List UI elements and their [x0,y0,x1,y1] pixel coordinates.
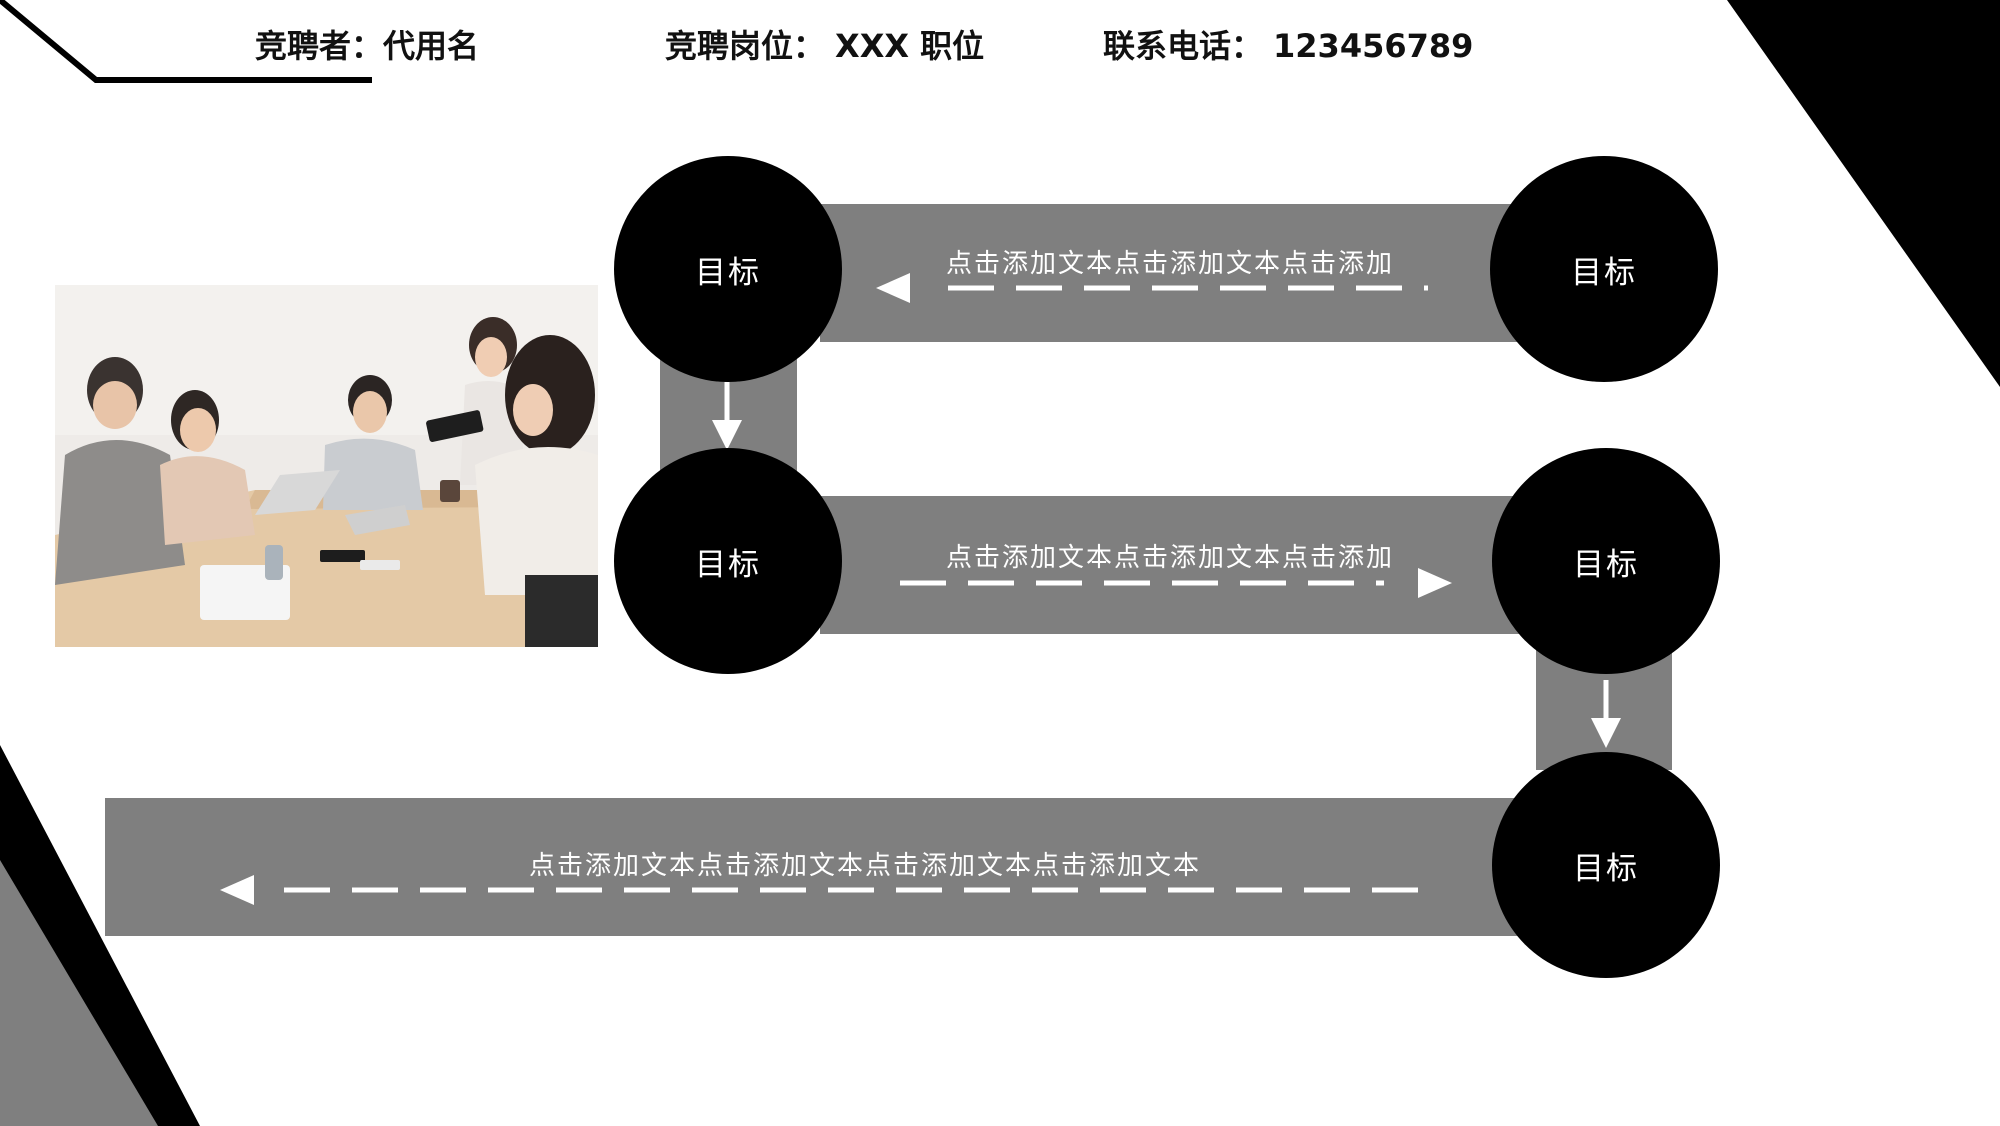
phone-field: 联系电话：123456789 [1103,24,1473,68]
phone-label: 联系电话： [1103,27,1264,65]
goal-node-top-left: 目标 [614,156,842,382]
step-3-dashed-arrow-left [220,875,1428,905]
goal-node-middle-left: 目标 [614,448,842,674]
arrow-left-icon [220,875,254,905]
top-left-accent-line [0,0,372,83]
step-3-text: 点击添加文本点击添加文本点击添加文本点击添加文本 [528,851,1201,881]
photo-illustration [55,285,598,647]
goal-node-middle-right: 目标 [1492,448,1720,674]
step-1-text: 点击添加文本点击添加文本点击添加 [945,249,1394,279]
band-middle [820,496,1520,634]
bottom-left-gray-shape-inner [0,860,158,1126]
arrow-left-icon [876,273,910,303]
step-1-dashed-arrow-left [876,273,1428,303]
top-right-triangle [1727,0,2000,387]
band-bottom [105,798,1520,936]
step-2-dashed-arrow-right [900,568,1452,598]
position-field: 竞聘岗位：XXX 职位 [665,24,984,68]
step-2-text: 点击添加文本点击添加文本点击添加 [945,543,1394,573]
down-arrow-right [1591,680,1621,748]
goal-node-bottom-right: 目标 [1492,752,1720,978]
arrow-down-icon [1591,718,1621,748]
phone-value: 123456789 [1273,27,1474,65]
candidate-field: 竞聘者：代用名 [255,24,479,68]
candidate-value: 代用名 [383,27,480,65]
candidate-label: 竞聘者： [255,27,384,65]
arrow-right-icon [1418,568,1452,598]
position-label: 竞聘岗位： [665,27,826,65]
team-meeting-photo [55,285,598,647]
goal-node-top-right: 目标 [1490,156,1718,382]
down-arrow-left [712,382,742,450]
arrow-down-icon [712,420,742,450]
position-value: XXX 职位 [835,27,985,65]
band-top [820,204,1520,342]
